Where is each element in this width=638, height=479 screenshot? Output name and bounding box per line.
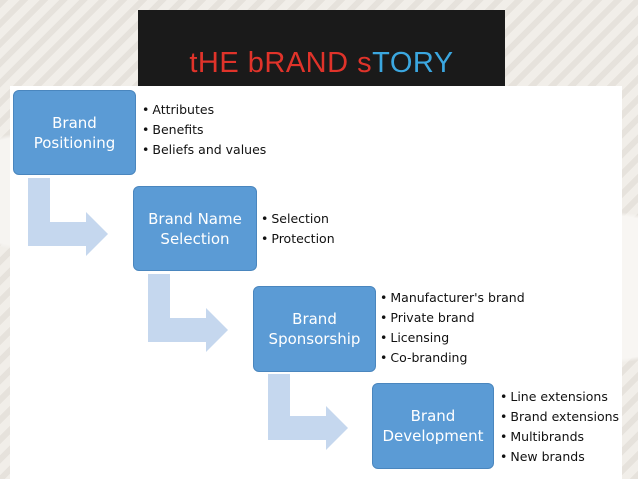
title-banner: tHE bRAND sTORY xyxy=(138,10,505,86)
bullet-item: Attributes xyxy=(142,100,266,120)
title-part-blue: TORY xyxy=(372,47,454,79)
step-box-brand-name-selection: Brand Name Selection xyxy=(133,186,257,271)
bullet-item: Brand extensions xyxy=(500,407,619,427)
bullet-item: Protection xyxy=(261,229,334,249)
step-label-line: Brand xyxy=(410,407,456,425)
step-label-line: Selection xyxy=(160,229,230,248)
step-label-line: Positioning xyxy=(33,133,116,152)
bullet-item: Beliefs and values xyxy=(142,140,266,160)
connector-arrows xyxy=(28,178,348,450)
step-box-brand-positioning: Brand Positioning xyxy=(13,90,136,175)
bullets-brand-positioning: Attributes Benefits Beliefs and values xyxy=(142,100,266,160)
step-box-brand-development: Brand Development xyxy=(372,383,494,469)
step-label-line: Brand xyxy=(52,113,97,132)
step-label-line: Development xyxy=(382,427,484,445)
bullet-item: Co-branding xyxy=(380,348,525,368)
bullet-item: Private brand xyxy=(380,308,525,328)
bullet-item: Line extensions xyxy=(500,387,619,407)
step-box-brand-sponsorship: Brand Sponsorship xyxy=(253,286,376,372)
step-label-line: Brand Name xyxy=(148,209,242,228)
step-label-line: Brand xyxy=(292,310,337,328)
step-label-line: Sponsorship xyxy=(268,330,361,348)
bent-arrow-1 xyxy=(28,178,108,256)
bullet-item: Benefits xyxy=(142,120,266,140)
bullet-item: New brands xyxy=(500,447,619,467)
bullet-item: Licensing xyxy=(380,328,525,348)
bent-arrow-2 xyxy=(148,274,228,352)
bullets-brand-development: Line extensions Brand extensions Multibr… xyxy=(500,387,619,467)
page-title: tHE bRAND sTORY xyxy=(189,47,453,80)
bullet-item: Multibrands xyxy=(500,427,619,447)
diagram-panel: Brand Positioning Attributes Benefits Be… xyxy=(10,86,622,479)
bent-arrow-3 xyxy=(268,374,348,450)
bullet-item: Manufacturer's brand xyxy=(380,288,524,308)
title-part-red: tHE bRAND s xyxy=(189,47,373,79)
bullet-item: Selection xyxy=(261,209,335,229)
bullets-brand-sponsorship: Manufacturer's brand Private brand Licen… xyxy=(380,288,525,368)
bullets-brand-name-selection: Selection Protection xyxy=(261,209,335,249)
